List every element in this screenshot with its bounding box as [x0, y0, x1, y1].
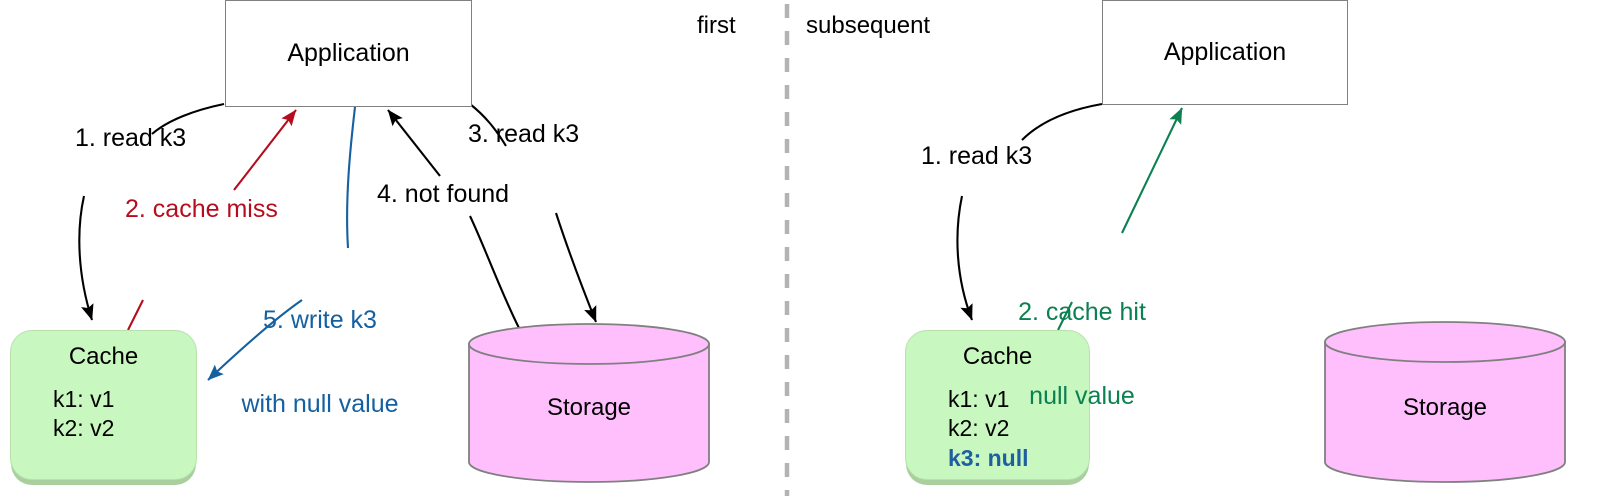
edge-left-cache-miss-lower	[127, 299, 144, 331]
cache-entry: k1: v1	[948, 386, 1010, 412]
edge-label-left-write-k3-line1: 5. write k3	[263, 306, 377, 334]
cache-entry: k2: v2	[948, 415, 1010, 442]
edge-left-read-k3-upper	[151, 102, 225, 135]
cache-title-left: Cache	[68, 343, 139, 370]
phase-label-subsequent: subsequent	[806, 12, 931, 39]
edge-left-read-k3-lower	[78, 195, 94, 321]
cache-entry: k1: v1	[53, 386, 115, 412]
application-box-left[interactable]: Application	[225, 0, 472, 107]
edge-right-cache-hit-upper	[1121, 107, 1183, 234]
edge-right-read-k3-upper	[1021, 102, 1103, 141]
edge-label-left-write-k3: 5. write k3 with null value	[224, 250, 416, 474]
cache-entry-null: k3: null	[948, 444, 1029, 471]
edge-right-read-k3-lower	[956, 195, 973, 321]
application-label-right: Application	[1163, 38, 1287, 66]
edge-label-right-read-k3: 1. read k3	[921, 142, 1033, 170]
edge-label-left-read-k3-storage: 3. read k3	[468, 120, 580, 148]
cache-entries-right: k1: v1 k2: v2 k3: null	[906, 385, 1089, 473]
edge-label-left-not-found: 4. not found	[377, 180, 510, 208]
edge-left-read-k3-storage-upper	[469, 103, 507, 147]
cache-box-right[interactable]: Cache k1: v1 k2: v2 k3: null	[905, 330, 1090, 480]
application-label-left: Application	[287, 39, 410, 67]
storage-label-right: Storage	[1402, 394, 1488, 421]
edge-left-not-found-lower	[469, 215, 520, 329]
storage-cylinder-left	[468, 323, 710, 483]
edge-left-cache-miss-upper	[233, 109, 297, 191]
edge-left-write-k3-upper	[346, 106, 357, 249]
edge-label-left-read-k3: 1. read k3	[75, 124, 187, 152]
edge-left-write-k3-lower	[207, 299, 303, 381]
cache-box-left[interactable]: Cache k1: v1 k2: v2	[10, 330, 197, 480]
edge-label-right-cache-hit: 2. cache hit null value	[1006, 242, 1158, 466]
edge-label-right-cache-hit-line1: 2. cache hit	[1018, 298, 1146, 326]
edge-right-cache-hit-lower	[1057, 301, 1073, 331]
application-box-right[interactable]: Application	[1102, 0, 1348, 105]
phase-label-first: first	[697, 12, 736, 39]
edge-left-not-found-upper	[387, 109, 441, 177]
cache-title-right: Cache	[962, 343, 1033, 370]
edge-label-right-cache-hit-line2: null value	[1029, 382, 1135, 410]
edge-left-read-k3-storage-lower	[555, 212, 597, 323]
storage-cylinder-right	[1324, 321, 1566, 483]
edge-label-left-cache-miss: 2. cache miss	[125, 195, 278, 223]
edge-label-left-write-k3-line2: with null value	[241, 390, 399, 418]
cache-entry: k2: v2	[53, 415, 115, 442]
cache-entries-left: k1: v1 k2: v2	[11, 385, 196, 444]
storage-label-left: Storage	[546, 394, 632, 421]
